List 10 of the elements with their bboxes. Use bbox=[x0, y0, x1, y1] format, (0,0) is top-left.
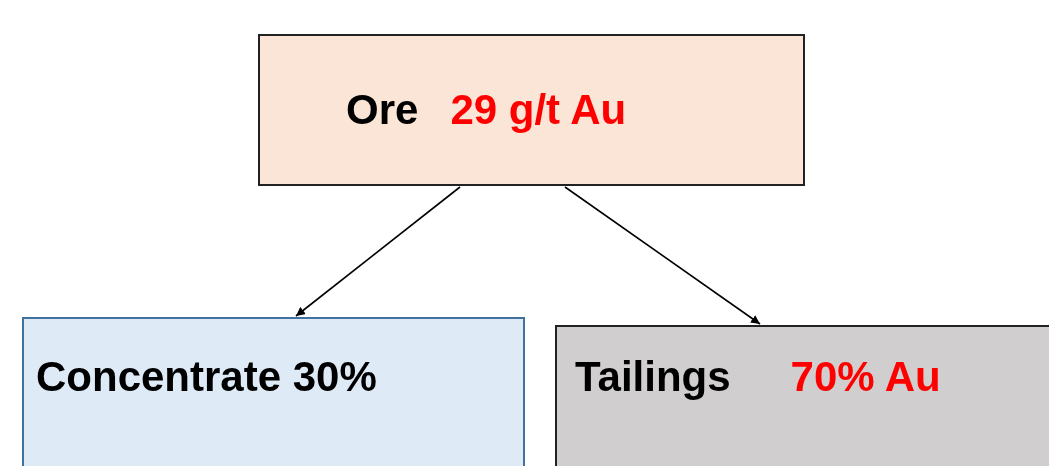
process-box bbox=[258, 34, 805, 186]
product-box bbox=[22, 317, 525, 466]
arrow bbox=[295, 186, 461, 317]
grade-label: 29 g/t Au bbox=[450, 86, 627, 134]
arrow bbox=[564, 186, 761, 325]
node-label: Concentrate 30% bbox=[36, 353, 377, 401]
node-label: Ore bbox=[346, 86, 419, 134]
product-box bbox=[555, 325, 1049, 466]
grade-label: 70% Au bbox=[790, 353, 941, 401]
node-label: Tailings bbox=[575, 353, 731, 401]
